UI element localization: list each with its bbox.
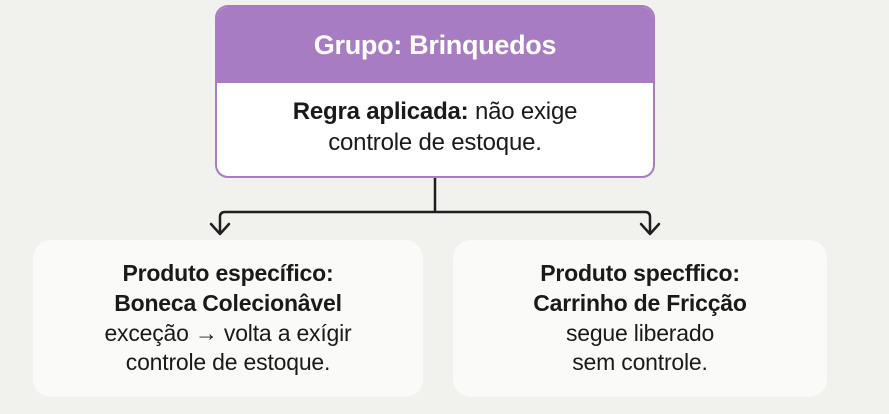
child-left-label: Produto específico: [122,259,334,286]
arrow-down-right-icon [639,222,661,236]
parent-rule-line2: controle de estoque. [328,128,542,156]
parent-node-rule-text: Regra aplicada: não exige controle de es… [293,97,578,158]
child-right-name: Carrinho de Fricção [533,289,747,316]
parent-node-title: Grupo: Brinquedos [313,29,557,60]
child-node-boneca-colecionavel: Produto específico: Boneca Colecionâvel … [33,240,423,397]
child-left-detail-line2: controle de estoque. [125,349,331,376]
child-node-left-text: Produto específico: Boneca Colecionâvel … [104,259,351,379]
child-right-detail-line1: segue liberado [565,319,715,346]
parent-rule-rest: não exige [468,97,578,125]
parent-node-grupo-brinquedos: Grupo: Brinquedos Regra aplicada: não ex… [215,5,655,178]
connector-bar [218,210,652,232]
child-left-detail-line1: exceção → volta a exígir [104,319,352,346]
arrow-down-left-icon [209,222,231,236]
child-right-label: Produto specffico: [540,259,740,286]
child-left-name: Boneca Colecionâvel [114,289,342,316]
child-right-detail-line2: sem controle. [572,349,708,376]
child-node-carrinho-de-friccao: Produto specffico: Carrinho de Fricção s… [453,240,827,397]
parent-node-body: Regra aplicada: não exige controle de es… [217,83,653,176]
parent-node-header: Grupo: Brinquedos [217,7,653,83]
child-node-right-text: Produto specffico: Carrinho de Fricção s… [533,259,747,379]
parent-rule-label: Regra aplicada: [292,97,469,125]
